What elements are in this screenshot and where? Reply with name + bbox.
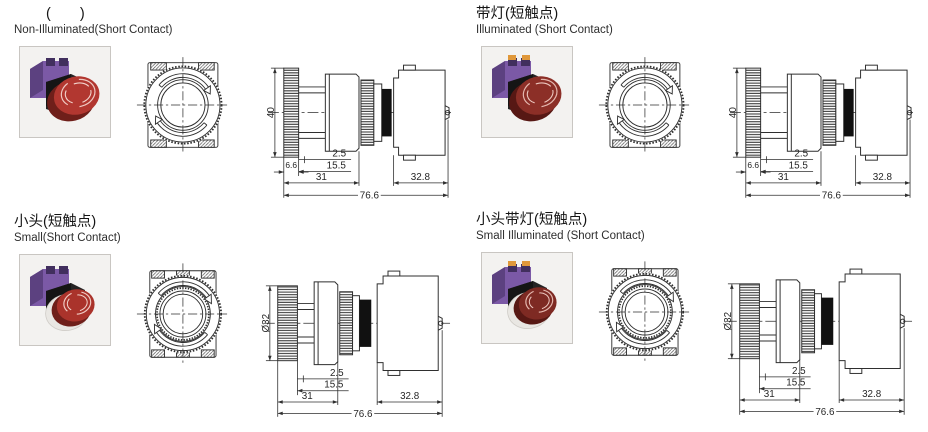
side-view-drawing: Ø32 2.5 15.5 31 32.8 76.6	[723, 268, 913, 418]
dim-label-overall: 76.6	[360, 191, 380, 200]
product-photo	[481, 252, 573, 344]
lock-ring	[339, 291, 354, 356]
rotation-arrow	[620, 73, 673, 95]
section-title-cn: 小头(短触点)	[14, 214, 97, 230]
dim-label-height: 40	[728, 107, 739, 118]
dim-label-height: 40	[266, 107, 277, 118]
lock-ring	[822, 79, 837, 146]
mushroom-head	[277, 285, 298, 362]
product-photo	[481, 46, 573, 138]
rotation-arrow	[154, 115, 208, 137]
bezel-body	[786, 73, 822, 152]
rotation-arrow	[157, 281, 212, 305]
side-view-drawing: 40 6.6 2.5 15.5 31 32.8 76.6	[728, 64, 914, 200]
dim-label-hub: 6.6	[285, 160, 297, 170]
rotation-arrow	[619, 279, 674, 303]
section-title-en: Small(Short Contact)	[14, 232, 121, 244]
dim-label-block: 32.8	[411, 172, 431, 183]
dim-label-ring: 15.5	[324, 380, 344, 391]
contact-block	[393, 69, 446, 156]
dim-label-ring: 15.5	[786, 378, 806, 389]
section-title-en: Small Illuminated (Short Contact)	[476, 230, 645, 242]
section-title-en: Non-Illuminated(Short Contact)	[14, 24, 173, 36]
dim-label-head: 31	[302, 391, 313, 402]
dim-label-step: 2.5	[332, 149, 346, 160]
dim-label-ring: 15.5	[789, 161, 809, 172]
mushroom-head	[745, 67, 762, 158]
lamp-terminal	[508, 55, 516, 60]
bezel-body	[775, 279, 801, 364]
dim-label-head: 31	[764, 389, 775, 400]
gasket	[843, 88, 854, 137]
dim-label-overall: 76.6	[822, 191, 842, 200]
bezel-body	[324, 73, 360, 152]
dim-label-diameter: Ø32	[723, 312, 734, 331]
rotation-arrow	[616, 115, 670, 137]
product-photo	[19, 46, 111, 138]
dim-label-head: 31	[316, 172, 327, 183]
front-view-drawing	[136, 263, 228, 365]
dim-label-step: 2.5	[794, 149, 808, 160]
dim-label-hub: 6.6	[747, 160, 759, 170]
lamp-terminal	[522, 55, 530, 60]
lamp-terminal	[522, 261, 530, 266]
section-title-cn: ( )	[46, 6, 85, 22]
dim-label-step: 2.5	[792, 366, 806, 377]
section-title-cn: 小头带灯(短触点)	[476, 212, 588, 228]
gasket	[381, 88, 392, 137]
contact-block	[376, 275, 439, 372]
bezel-body	[313, 281, 339, 366]
section-non-illuminated: ( ) Non-Illuminated(Short Contact)	[14, 6, 466, 218]
emergency-stop-cap	[507, 287, 557, 329]
front-view-drawing	[136, 57, 228, 153]
lock-ring	[801, 289, 816, 354]
lock-ring	[360, 79, 375, 146]
dim-label-step: 2.5	[330, 368, 344, 379]
lamp-terminal	[508, 261, 516, 266]
dim-label-overall: 76.6	[353, 409, 373, 420]
section-title-cn: 带灯(短触点)	[476, 6, 559, 22]
side-view-drawing: 40 6.6 2.5 15.5 31 32.8 76.6	[266, 64, 452, 200]
gasket	[821, 297, 834, 345]
mushroom-head	[739, 283, 760, 360]
emergency-stop-cap	[45, 289, 95, 331]
front-view-drawing	[598, 57, 690, 153]
dim-label-overall: 76.6	[815, 407, 835, 418]
section-small-illuminated: 小头带灯(短触点) Small Illuminated (Short Conta…	[476, 212, 928, 424]
dim-label-ring: 15.5	[327, 161, 347, 172]
front-view-drawing	[598, 261, 690, 363]
dim-label-head: 31	[778, 172, 789, 183]
rotation-arrow	[153, 323, 208, 347]
emergency-stop-cap	[47, 76, 100, 122]
side-view-drawing: Ø32 2.5 15.5 31 32.8 76.6	[261, 270, 451, 420]
section-illuminated: 带灯(短触点) Illuminated (Short Contact)	[476, 6, 928, 218]
mushroom-head	[283, 67, 300, 158]
section-small: 小头(短触点) Small(Short Contact)	[14, 214, 466, 426]
emergency-stop-cap	[509, 76, 562, 122]
dim-label-block: 32.8	[862, 389, 882, 400]
product-photo	[19, 254, 111, 346]
section-title-en: Illuminated (Short Contact)	[476, 24, 613, 36]
dim-label-diameter: Ø32	[261, 314, 272, 333]
gasket	[359, 299, 372, 347]
contact-block	[855, 69, 908, 156]
rotation-arrow	[615, 321, 670, 345]
contact-blocks	[492, 261, 531, 304]
dim-label-block: 32.8	[873, 172, 893, 183]
dim-label-block: 32.8	[400, 391, 420, 402]
contact-block	[838, 273, 901, 370]
rotation-arrow	[158, 73, 211, 95]
